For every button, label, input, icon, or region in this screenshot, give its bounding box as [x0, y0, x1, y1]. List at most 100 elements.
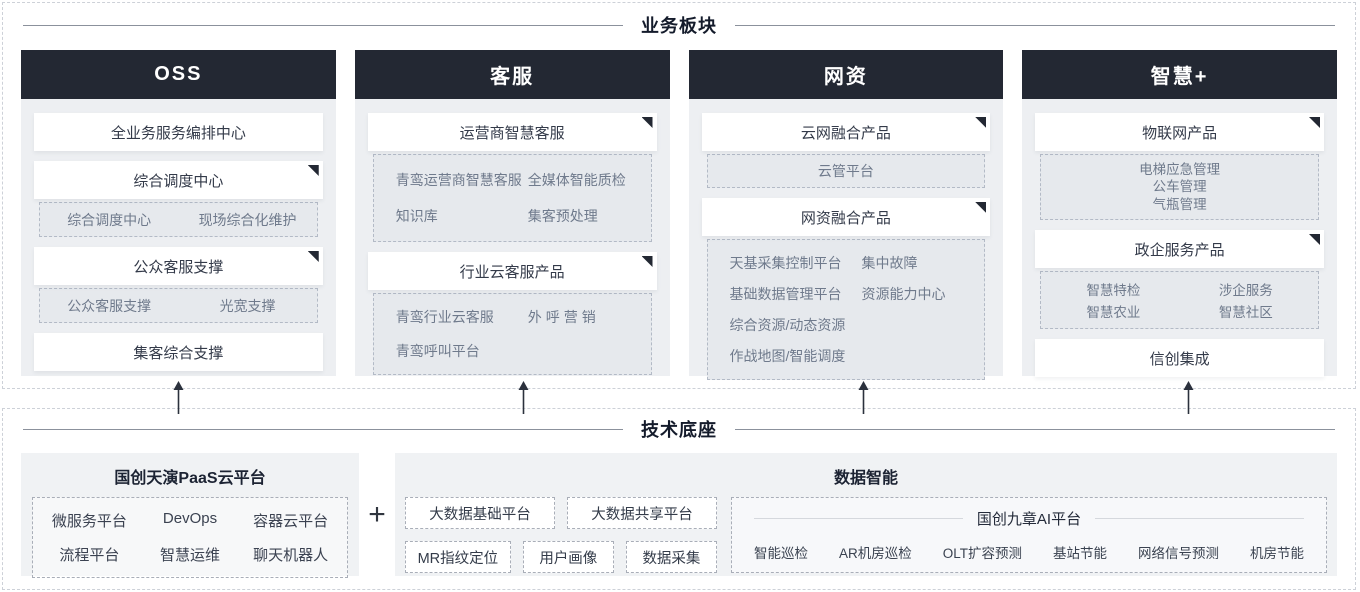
- data-platform-chip: 大数据共享平台: [567, 497, 717, 529]
- business-columns: OSS 全业务服务编排中心 综合调度中心 综合调度中心 现场综合化维护: [3, 37, 1355, 380]
- product-card-group: 公众客服支撑 公众客服支撑 光宽支撑: [34, 247, 323, 323]
- sub-product: 青鸾行业云客服: [395, 309, 494, 325]
- product-card-title: 网资融合产品: [800, 209, 891, 227]
- column-network-resources-header: 网资: [688, 50, 1004, 99]
- paas-item: 容器云平台: [253, 513, 329, 530]
- sub-product: 集中故障: [861, 255, 918, 271]
- column-network-resources: 网资 云网融合产品 云管平台 网资融合产品: [688, 50, 1004, 380]
- sub-product: 集客预处理: [527, 208, 598, 224]
- product-card-group: 网资融合产品 天基采集控制平台 集中故障 基础数据管理平台 资源能力中心 综合资…: [701, 198, 991, 380]
- column-smart-plus-header: 智慧+: [1022, 50, 1337, 99]
- chip-row: 大数据基础平台 大数据共享平台: [405, 497, 717, 529]
- corner-triangle-icon: [975, 117, 987, 128]
- up-arrow-icon: [515, 381, 532, 415]
- up-arrow-icon: [170, 381, 187, 415]
- ai-platform-items: 智能巡检 AR机房巡检 OLT扩容预测 基站节能 网络信号预测 机房节能: [754, 542, 1304, 562]
- column-smart-plus-body: 物联网产品 电梯应急管理 公车管理 气瓶管理 政企服务产品: [1022, 99, 1337, 377]
- sub-product: 智慧社区: [1218, 305, 1273, 320]
- product-card-title: 物联网产品: [1142, 124, 1218, 142]
- paas-item: 流程平台: [59, 547, 120, 564]
- product-card-group: 行业云客服产品 青鸾行业云客服 外呼营销 青鸾呼叫平台: [367, 252, 657, 375]
- divider-line: [23, 24, 623, 26]
- sub-product: 现场综合化维护: [198, 211, 297, 228]
- sub-products-box: 综合调度中心 现场综合化维护: [39, 202, 318, 237]
- divider-line: [1095, 518, 1304, 519]
- tech-section: 技术底座 国创天演PaaS云平台 微服务平台 DevOps 容器云平台 流程平台…: [2, 408, 1356, 590]
- sub-product: 青鸾呼叫平台: [395, 343, 480, 359]
- ai-item: AR机房巡检: [838, 546, 912, 561]
- sub-product: 涉企服务: [1218, 283, 1273, 298]
- product-card-expandable: 网资融合产品: [701, 198, 991, 236]
- sub-products-box: 天基采集控制平台 集中故障 基础数据管理平台 资源能力中心 综合资源/动态资源 …: [706, 239, 986, 380]
- product-card: 信创集成: [1035, 339, 1324, 377]
- column-customer-service-body: 运营商智慧客服 青鸾运营商智慧客服 全媒体智能质检 知识库 集客预处理 行业云客…: [354, 99, 670, 376]
- product-card-expandable: 行业云客服产品: [367, 252, 657, 290]
- sub-product: 电梯应急管理: [1139, 161, 1221, 177]
- product-card-title: 行业云客服产品: [459, 263, 565, 281]
- product-card-group: 云网融合产品 云管平台: [701, 113, 991, 188]
- sub-products-box: 智慧特检 涉企服务 智慧农业 智慧社区: [1040, 271, 1319, 329]
- corner-triangle-icon: [1309, 117, 1320, 128]
- sub-product: 云管平台: [817, 163, 874, 179]
- plus-sign: +: [368, 497, 386, 531]
- sub-products-box: 青鸾运营商智慧客服 全媒体智能质检 知识库 集客预处理: [372, 154, 652, 242]
- ai-platform-title: 国创九章AI平台: [976, 511, 1082, 528]
- column-oss-header: OSS: [21, 50, 336, 99]
- data-platform-chip: 大数据基础平台: [405, 497, 555, 529]
- sub-products-box: 云管平台: [706, 154, 986, 188]
- divider-line: [23, 428, 623, 430]
- up-arrow-icon: [1180, 381, 1197, 415]
- corner-triangle-icon: [307, 251, 319, 262]
- sub-product: 作战地图/智能调度: [729, 348, 846, 364]
- data-platform-chip: 数据采集: [625, 541, 717, 573]
- corner-triangle-icon: [641, 256, 653, 267]
- sub-products-box: 青鸾行业云客服 外呼营销 青鸾呼叫平台: [372, 293, 652, 375]
- sub-product: 外呼营销: [527, 309, 600, 325]
- product-card-expandable: 公众客服支撑: [34, 247, 323, 285]
- sub-products-box: 公众客服支撑 光宽支撑: [39, 288, 318, 323]
- sub-product: 综合调度中心: [67, 211, 152, 228]
- product-card-expandable: 运营商智慧客服: [367, 113, 657, 151]
- tech-row: 国创天演PaaS云平台 微服务平台 DevOps 容器云平台 流程平台 智慧运维…: [3, 441, 1355, 578]
- tech-section-title-row: 技术底座: [23, 417, 1335, 441]
- ai-item: 基站节能: [1052, 546, 1107, 561]
- chip-row: MR指纹定位 用户画像 数据采集: [405, 541, 717, 573]
- corner-triangle-icon: [1309, 234, 1320, 245]
- ai-item: 智能巡检: [754, 546, 808, 561]
- sub-product: 天基采集控制平台: [729, 255, 842, 271]
- product-card-expandable: 物联网产品: [1035, 113, 1324, 151]
- data-platform-chip: 用户画像: [522, 541, 614, 573]
- product-card-title: 信创集成: [1149, 350, 1210, 368]
- paas-item: 聊天机器人: [253, 547, 329, 564]
- sub-product: 全媒体智能质检: [527, 172, 626, 188]
- divider-line: [735, 428, 1335, 430]
- paas-platform-box: 国创天演PaaS云平台 微服务平台 DevOps 容器云平台 流程平台 智慧运维…: [21, 453, 359, 578]
- divider-line: [754, 518, 963, 519]
- sub-product: 智慧农业: [1086, 305, 1141, 320]
- ai-item: 网络信号预测: [1137, 546, 1219, 561]
- corner-triangle-icon: [975, 202, 987, 213]
- data-intelligence-title: 数据智能: [833, 470, 898, 487]
- sub-product: 光宽支撑: [219, 297, 276, 314]
- sub-product: 气瓶管理: [1152, 196, 1207, 212]
- product-card-title: 集客综合支撑: [133, 344, 224, 362]
- product-card-title: 全业务服务编排中心: [110, 124, 246, 142]
- corner-triangle-icon: [307, 165, 319, 176]
- ai-platform-box: 国创九章AI平台 智能巡检 AR机房巡检 OLT扩容预测 基站节能 网络信号预测…: [731, 497, 1327, 573]
- divider-line: [735, 24, 1335, 26]
- paas-item: DevOps: [162, 510, 218, 527]
- ai-platform-title-row: 国创九章AI平台: [754, 508, 1304, 529]
- sub-product: 基础数据管理平台: [729, 286, 842, 302]
- column-customer-service-header: 客服: [354, 50, 670, 99]
- corner-triangle-icon: [641, 117, 653, 128]
- ai-item: 机房节能: [1249, 546, 1304, 561]
- sub-product: 综合资源/动态资源: [729, 317, 846, 333]
- product-card-title: 云网融合产品: [800, 124, 891, 142]
- paas-platform-title: 国创天演PaaS云平台: [114, 470, 266, 487]
- column-network-resources-body: 云网融合产品 云管平台 网资融合产品 天基采集控制平台 集中故障: [688, 99, 1004, 380]
- business-section-title: 业务板块: [641, 16, 717, 36]
- product-card-group: 综合调度中心 综合调度中心 现场综合化维护: [34, 161, 323, 237]
- data-intelligence-box: 数据智能 大数据基础平台 大数据共享平台 MR指纹定位 用户画像 数据采集: [395, 453, 1337, 576]
- product-card-group: 运营商智慧客服 青鸾运营商智慧客服 全媒体智能质检 知识库 集客预处理: [367, 113, 657, 242]
- column-smart-plus: 智慧+ 物联网产品 电梯应急管理 公车管理 气瓶管理 政企服务产品: [1022, 50, 1337, 377]
